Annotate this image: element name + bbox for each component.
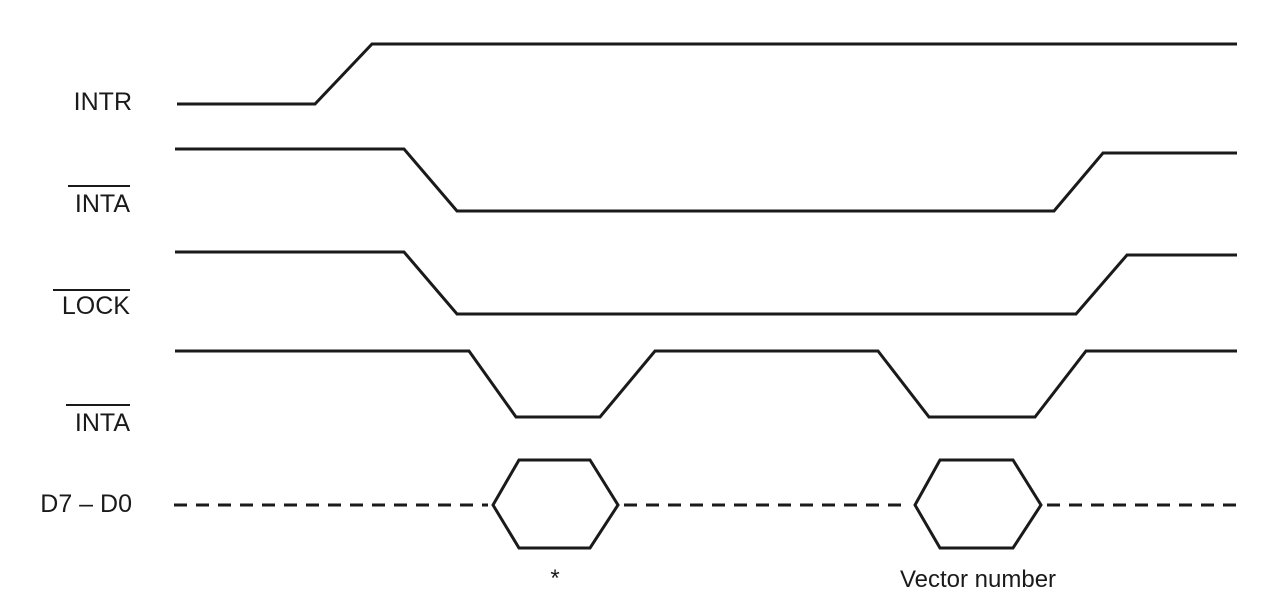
- waveform-lock: [175, 250, 1237, 316]
- signal-label-inta-2: INTA: [75, 409, 130, 437]
- signal-data-bus: D7 – D0: [40, 458, 1240, 550]
- signal-intr: INTR: [74, 42, 1237, 116]
- signal-inta-2: INTA: [66, 349, 1237, 437]
- signal-label-lock: LOCK: [62, 292, 130, 320]
- annotation-asterisk: *: [550, 565, 559, 592]
- signal-label-intr: INTR: [74, 88, 132, 116]
- signal-label-data-bus: D7 – D0: [40, 490, 132, 518]
- bus-data-valid-1: [491, 458, 620, 550]
- waveform-intr: [177, 42, 1237, 106]
- signal-label-inta-1: INTA: [75, 190, 130, 218]
- waveform-inta-2: [175, 349, 1237, 419]
- waveform-inta-1: [175, 147, 1237, 213]
- annotation-vector-number: Vector number: [900, 566, 1056, 593]
- signal-lock: LOCK: [53, 250, 1237, 320]
- bus-data-valid-2: [913, 458, 1043, 550]
- signal-inta-1: INTA: [68, 147, 1237, 218]
